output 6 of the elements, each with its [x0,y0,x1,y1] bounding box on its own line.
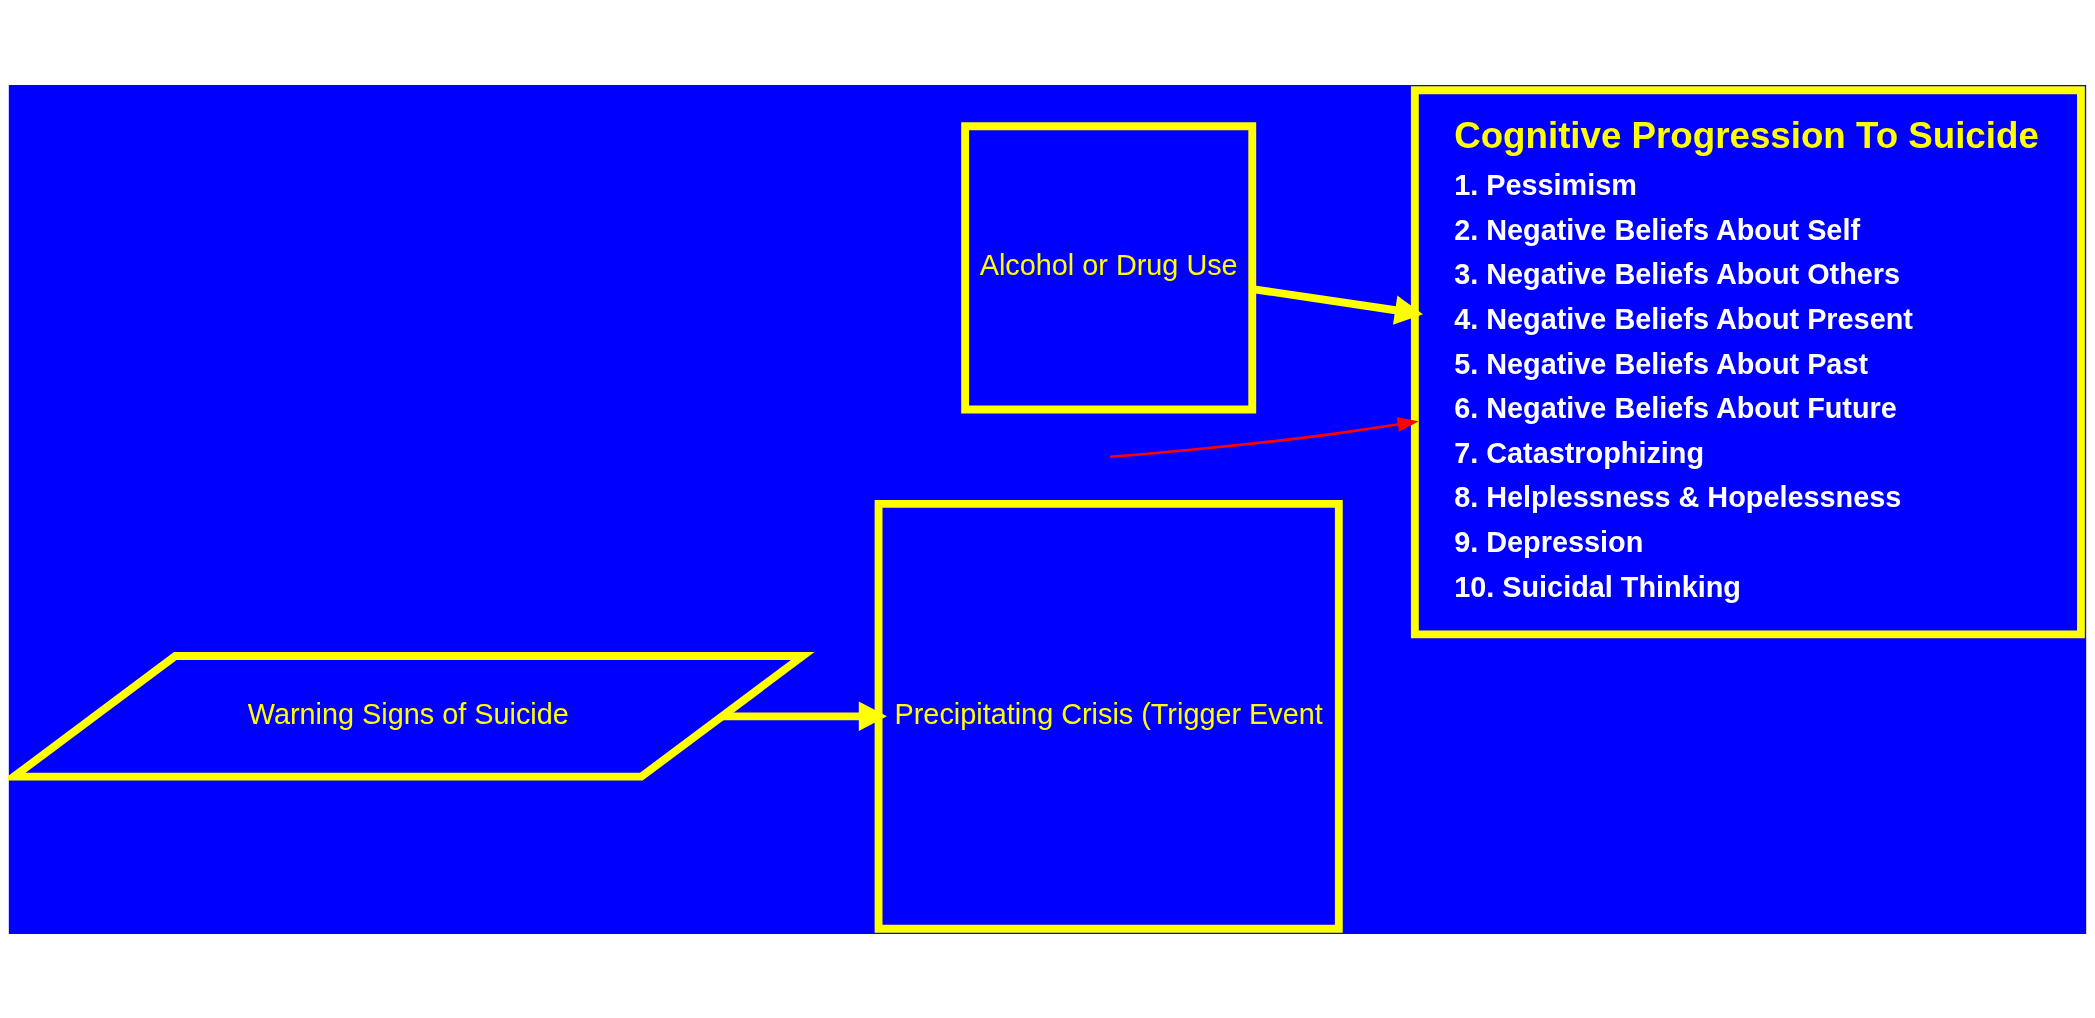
arrow [1110,416,1419,458]
node-box: Cognitive Progression To Suicide 1. Pessimism 2. Negative Beliefs About Self 3. Negative Beliefs About Others 4. Negative Beliefs About Present 5. Negative Beliefs About Past 6. Negative Beliefs About Future 7. Catastrophizing 8. Helplessness & Hopelessness 9. Depression 10. Suicidal Thinking [1410,85,2085,638]
node-box: Alcohol or Drug Use [961,121,1257,413]
arrow [722,701,887,731]
node-box: Precipitating Crisis (Trigger Event [874,499,1343,933]
arrow [1251,284,1423,325]
